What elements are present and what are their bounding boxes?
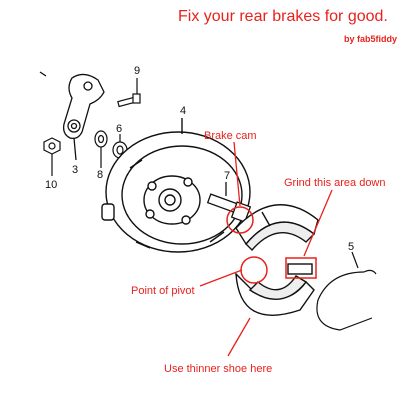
- pivot-highlight: [240, 256, 268, 284]
- nut-part: [43, 137, 61, 176]
- bolt-part: [117, 78, 141, 108]
- pivot-label: Point of pivot: [131, 285, 195, 297]
- part-number-7: 7: [224, 170, 230, 182]
- part-number-8: 8: [97, 169, 103, 181]
- part-number-5: 5: [348, 241, 354, 253]
- annotation-pointers: [199, 141, 333, 357]
- part-number-10: 10: [45, 179, 57, 191]
- part-number-6: 6: [116, 123, 122, 135]
- washer-part: [94, 130, 108, 168]
- spring-part: [316, 251, 377, 331]
- grind-area-highlight: [285, 257, 317, 279]
- pivot-pointer: [199, 269, 243, 287]
- brake-cam-pointer: [233, 141, 241, 207]
- lower-brake-shoe: [235, 263, 315, 316]
- thinner-shoe-pointer: [227, 317, 251, 357]
- brake-cam-label: Brake cam: [204, 130, 257, 142]
- thinner-shoe-label: Use thinner shoe here: [164, 363, 272, 375]
- grind-area-label: Grind this area down: [284, 177, 386, 189]
- part-number-3: 3: [72, 164, 78, 176]
- brake-cam-highlight: [226, 206, 254, 234]
- part-number-4: 4: [180, 105, 186, 117]
- part-number-9: 9: [134, 65, 140, 77]
- author-byline: by fab5fiddy: [344, 34, 398, 44]
- page-title: Fix your rear brakes for good.: [178, 8, 388, 25]
- brake-arm-part: [39, 71, 105, 161]
- grind-area-pointer: [303, 189, 333, 257]
- brake-panel-part: [101, 118, 251, 253]
